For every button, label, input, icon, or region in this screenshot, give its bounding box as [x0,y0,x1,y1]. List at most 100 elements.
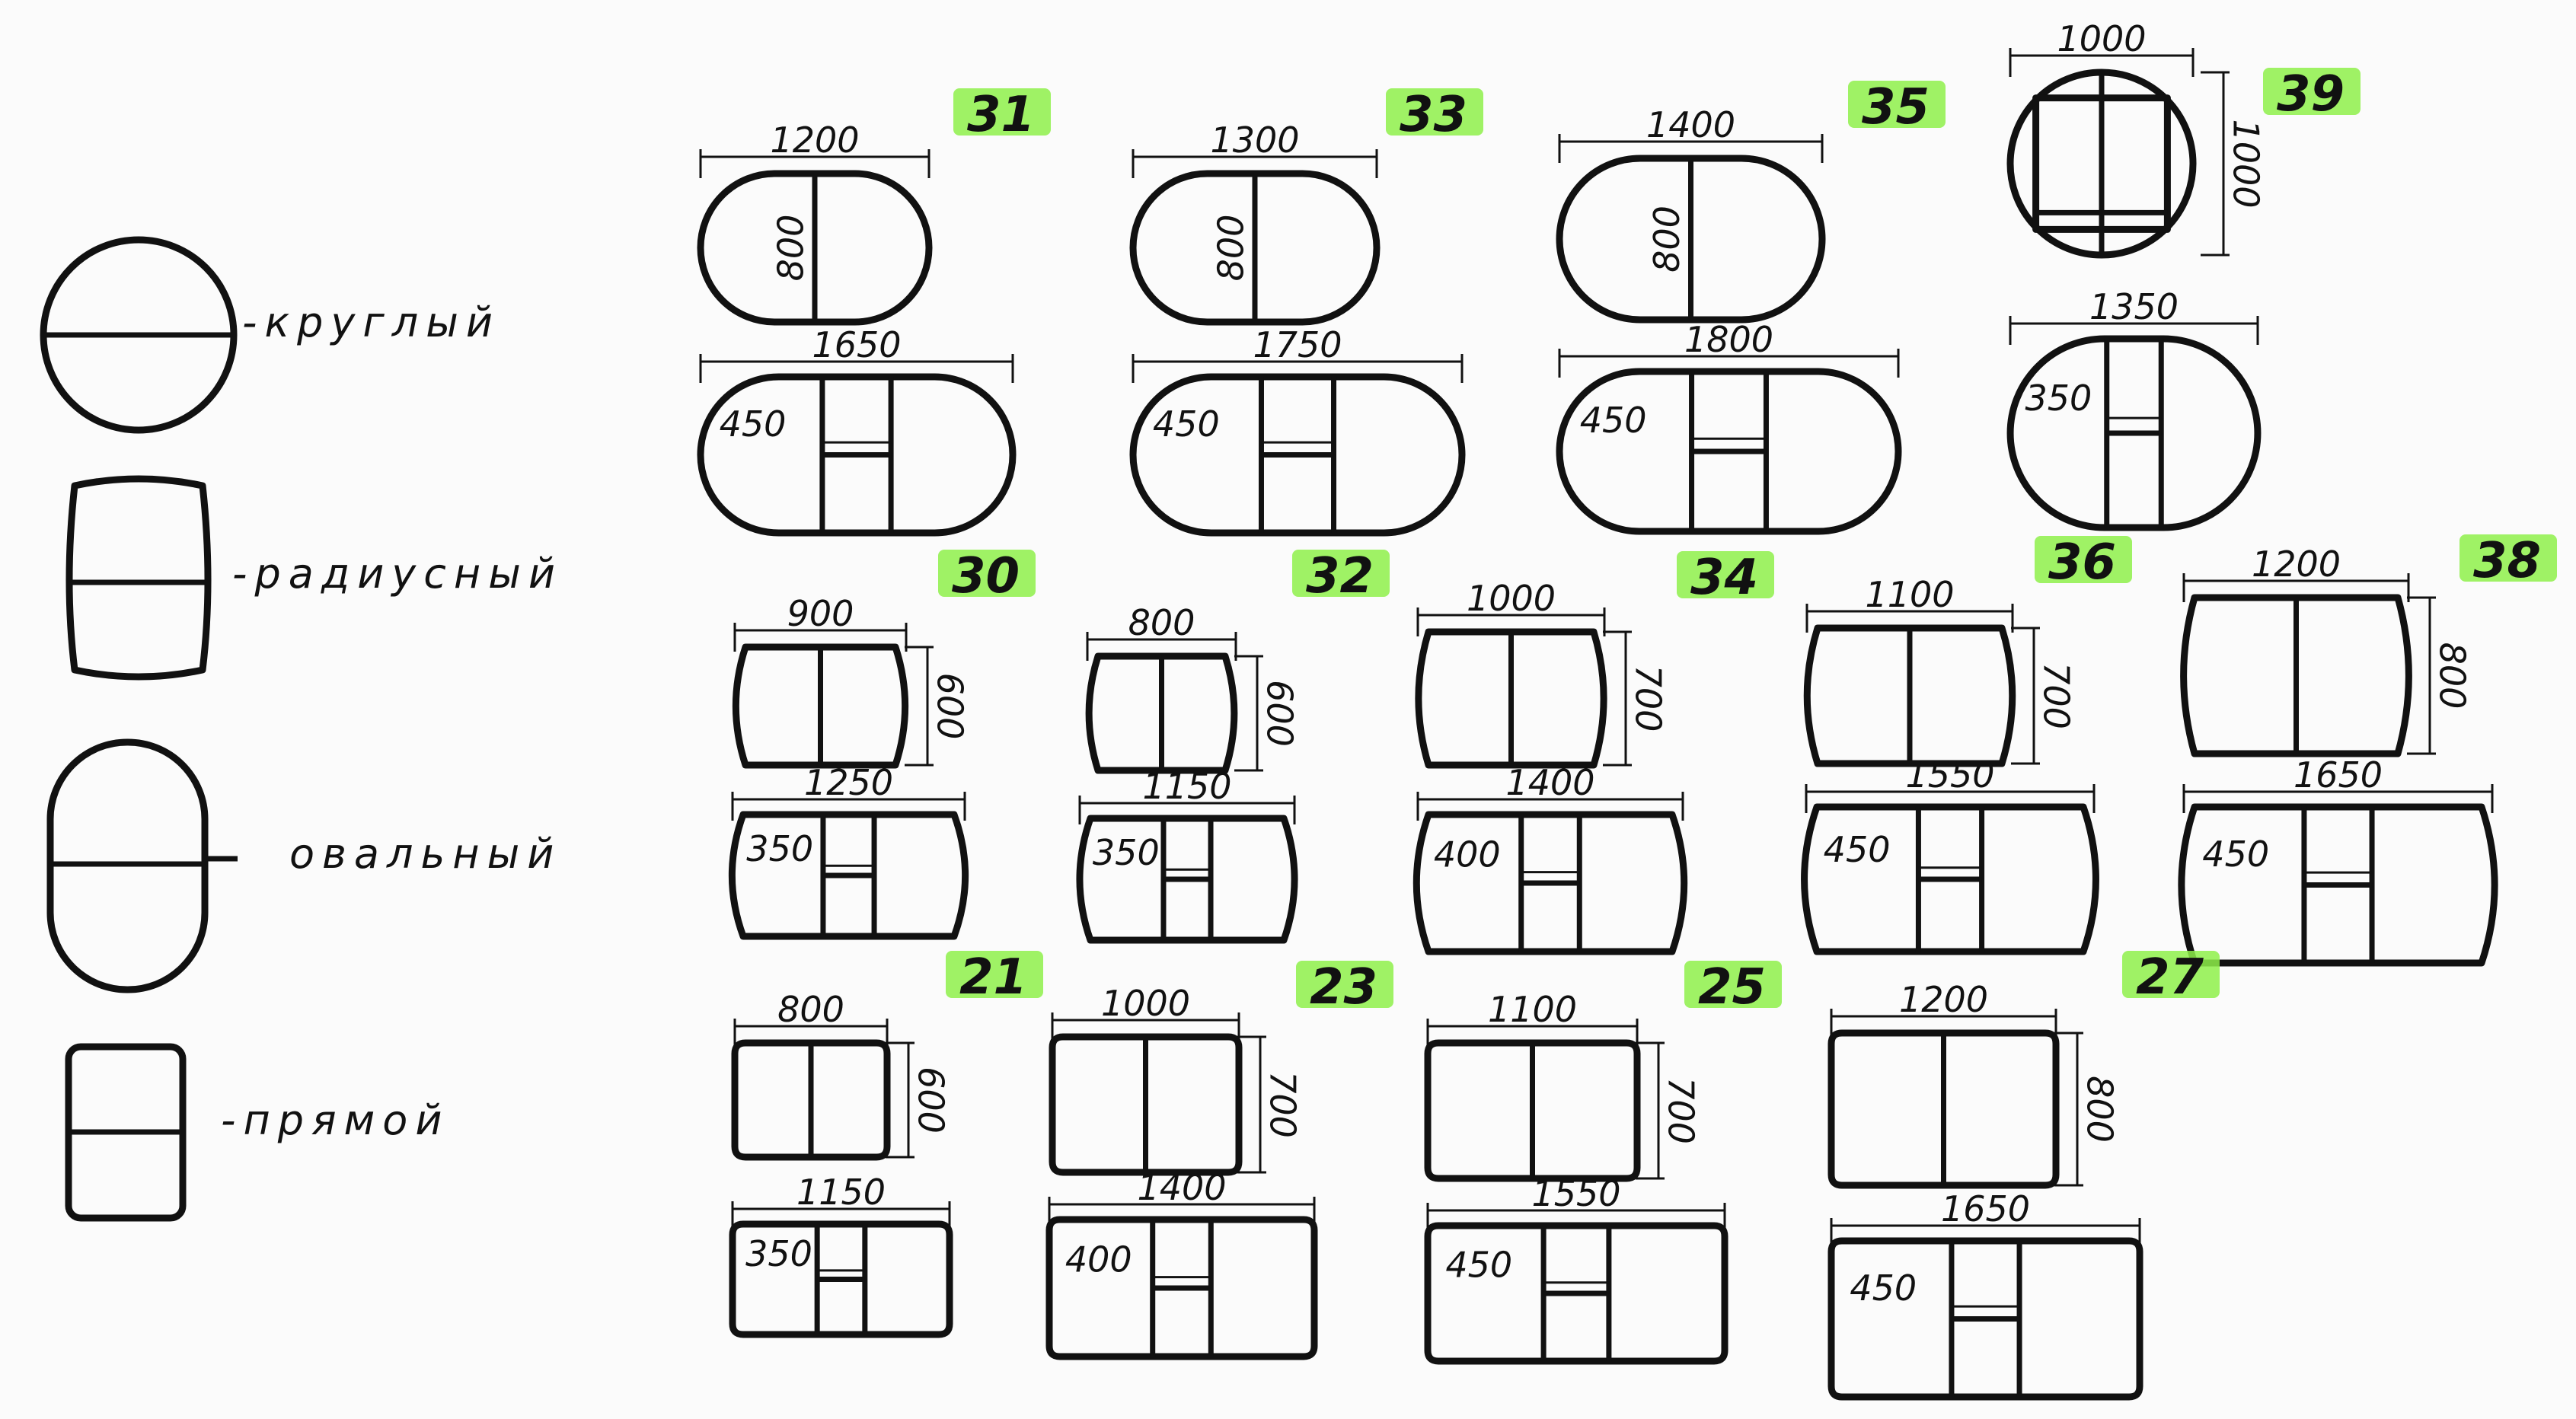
dim-extended-width: 1350 [2089,286,2179,327]
table-top-extended [1045,1216,1318,1360]
table-top-extended [1424,1222,1729,1365]
dim-depth: 800 [1646,206,1687,273]
dim-extended-width: 1550 [1905,754,1994,796]
table-top-extended [2178,803,2498,967]
table-31: 31 1200 800 1650 450 [697,87,1051,537]
dim-insert: 450 [1445,1245,1512,1286]
dim-width: 800 [777,989,844,1030]
legend-radius-label: -радиусный [232,550,563,598]
table-top-extended [1827,1237,2143,1401]
dim-insert: 400 [1065,1239,1132,1280]
table-id: 23 [1310,959,1377,1016]
highlight-marker [953,88,1051,136]
dim-width: 1200 [1899,979,1988,1020]
dim-insert: 350 [1093,832,1160,873]
table-top-compact [731,1039,891,1161]
table-32: 32 800 600 1150 350 [1076,548,1390,944]
table-top-extended [729,1220,953,1338]
dim-depth: 800 [1211,215,1252,282]
dim-extended-width: 1400 [1137,1167,1226,1208]
table-id: 38 [2473,533,2541,589]
table-top-compact [1129,170,1381,326]
dim-width: 1000 [2057,18,2146,59]
dim-depth: 800 [2080,1076,2121,1143]
table-id: 32 [1306,548,1374,604]
legend-straight: -прямой [65,1043,442,1222]
dim-insert: 450 [720,403,787,445]
dim-depth: 600 [1259,680,1301,747]
highlight-marker [1848,81,1946,128]
table-top-compact [697,170,933,326]
dim-depth: 800 [771,215,812,282]
dim-insert: 350 [745,1233,812,1274]
table-top-extended [697,373,1017,537]
table-top-extended [728,811,969,940]
dim-width: 1200 [770,120,859,161]
legend-round: -круглый [40,236,500,434]
table-id: 35 [1862,79,1930,136]
table-top-extended [1076,815,1298,944]
highlight-marker [2263,68,2361,115]
dim-depth: 700 [1262,1071,1304,1138]
dim-depth: 600 [911,1067,952,1134]
table-id: 31 [967,87,1035,143]
highlight-marker [2122,951,2220,998]
tables: 3112008001650450331300800175045035140080… [697,18,2557,1401]
table-top-compact [1415,628,1607,769]
table-id: 27 [2136,949,2204,1006]
dim-width: 1200 [2252,544,2341,585]
highlight-marker [1677,551,1774,598]
dim-extended-width: 1750 [1253,324,1342,365]
table-id: 39 [2277,66,2345,123]
table-id: 25 [1698,959,1766,1016]
dim-width: 1100 [1865,574,1954,615]
legend-radius: -радиусный [65,475,563,681]
legend: -круглый -радиусный овальный -прямой [40,236,563,1222]
dim-extended-width: 1800 [1684,319,1773,360]
dim-insert: 450 [1153,403,1220,445]
table-id: 33 [1400,87,1467,143]
table-top-compact [1827,1029,2060,1189]
legend-round-label: -круглый [242,298,500,346]
dim-width: 800 [1128,602,1195,643]
table-top-compact [1424,1039,1641,1182]
table-top-extended [1801,803,2099,955]
dim-width: 1000 [1467,578,1556,619]
dim-insert: 350 [746,828,813,869]
highlight-marker [1684,961,1782,1008]
dim-extended-width: 1150 [796,1172,886,1213]
highlight-marker [2459,534,2557,582]
dim-insert: 450 [1824,829,1891,870]
dim-width: 1100 [1488,989,1577,1030]
highlight-marker [2035,536,2132,583]
table-top-compact [2180,594,2412,757]
dim-depth: 700 [1661,1077,1702,1144]
dim-extended-width: 1150 [1142,766,1231,807]
table-top-compact [1085,652,1238,774]
dim-extended-width: 1650 [812,324,901,365]
highlight-marker [1292,550,1390,597]
dim-depth: 700 [2036,662,2077,729]
table-top-compact [732,643,909,769]
table-25: 25 1100 700 1550 450 [1424,959,1782,1365]
dim-extended-width: 1650 [1941,1188,2030,1229]
dim-width: 1000 [1101,983,1190,1024]
dim-extended-width: 1550 [1531,1173,1620,1214]
table-top-compact [1556,155,1826,324]
dim-extended-width: 1400 [1505,762,1594,803]
highlight-marker [1386,88,1483,136]
table-top-extended [1556,368,1902,535]
highlight-marker [946,951,1043,998]
dim-insert: 400 [1434,834,1501,875]
table-top-compact [1049,1033,1243,1176]
dim-extended-width: 1650 [2294,754,2383,796]
dim-depth: 600 [930,673,971,740]
